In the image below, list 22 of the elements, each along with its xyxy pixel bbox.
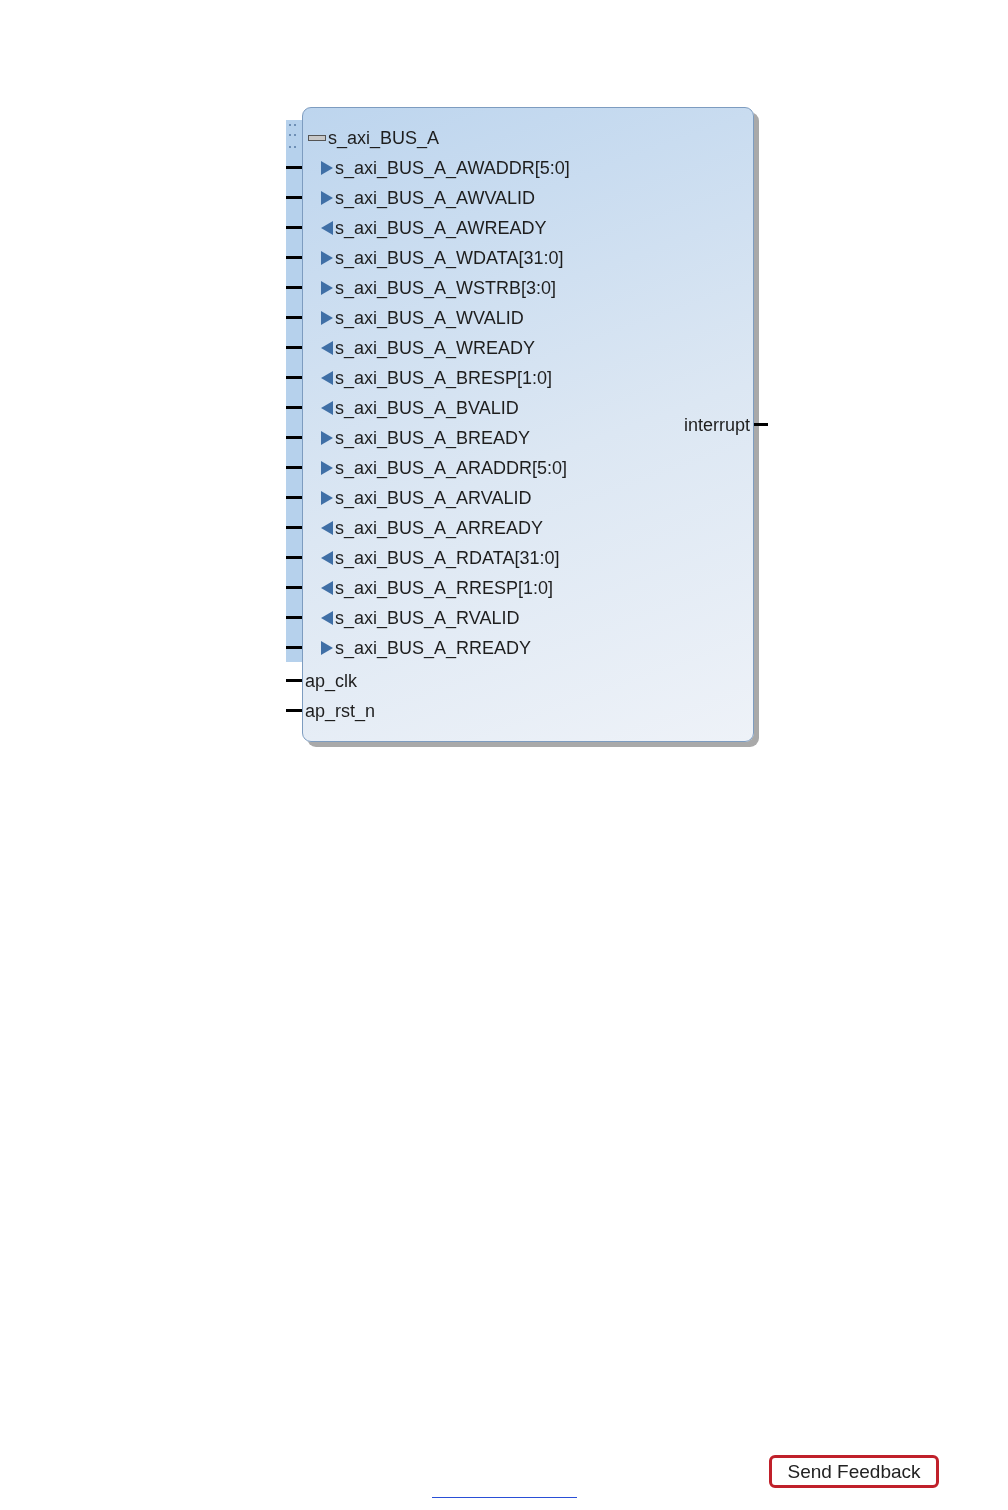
port-label: s_axi_BUS_A_ARREADY	[335, 517, 544, 539]
feedback-button: Send Feedback	[769, 1455, 939, 1488]
port-label: s_axi_BUS_A_ARADDR[5:0]	[335, 457, 568, 479]
port-label: s_axi_BUS_A_RDATA[31:0]	[335, 547, 560, 569]
port-label: interrupt	[683, 414, 750, 436]
port-label: s_axi_BUS_A_WVALID	[335, 307, 524, 329]
port-label: s_axi_BUS_A_BVALID	[335, 397, 519, 419]
port-label: s_axi_BUS_A_AWVALID	[335, 187, 536, 209]
port-label: s_axi_BUS_A_WSTRB[3:0]	[335, 277, 557, 299]
port-label: s_axi_BUS_A_RREADY	[335, 637, 532, 659]
port-label: ap_clk	[305, 670, 358, 692]
port-label: s_axi_BUS_A_WDATA[31:0]	[335, 247, 564, 269]
port-label: s_axi_BUS_A_RVALID	[335, 607, 520, 629]
port-label: s_axi_BUS_A_BRESP[1:0]	[335, 367, 553, 389]
port-label: s_axi_BUS_A_BREADY	[335, 427, 531, 449]
port-label: s_axi_BUS_A_AWADDR[5:0]	[335, 157, 570, 179]
port-label: s_axi_BUS_A_RRESP[1:0]	[335, 577, 554, 599]
port-label: s_axi_BUS_A_WREADY	[335, 337, 536, 359]
port-label: ap_rst_n	[305, 700, 376, 722]
port-label: s_axi_BUS_A_ARVALID	[335, 487, 532, 509]
port-label: s_axi_BUS_A	[328, 127, 440, 149]
port-label: s_axi_BUS_A_AWREADY	[335, 217, 547, 239]
